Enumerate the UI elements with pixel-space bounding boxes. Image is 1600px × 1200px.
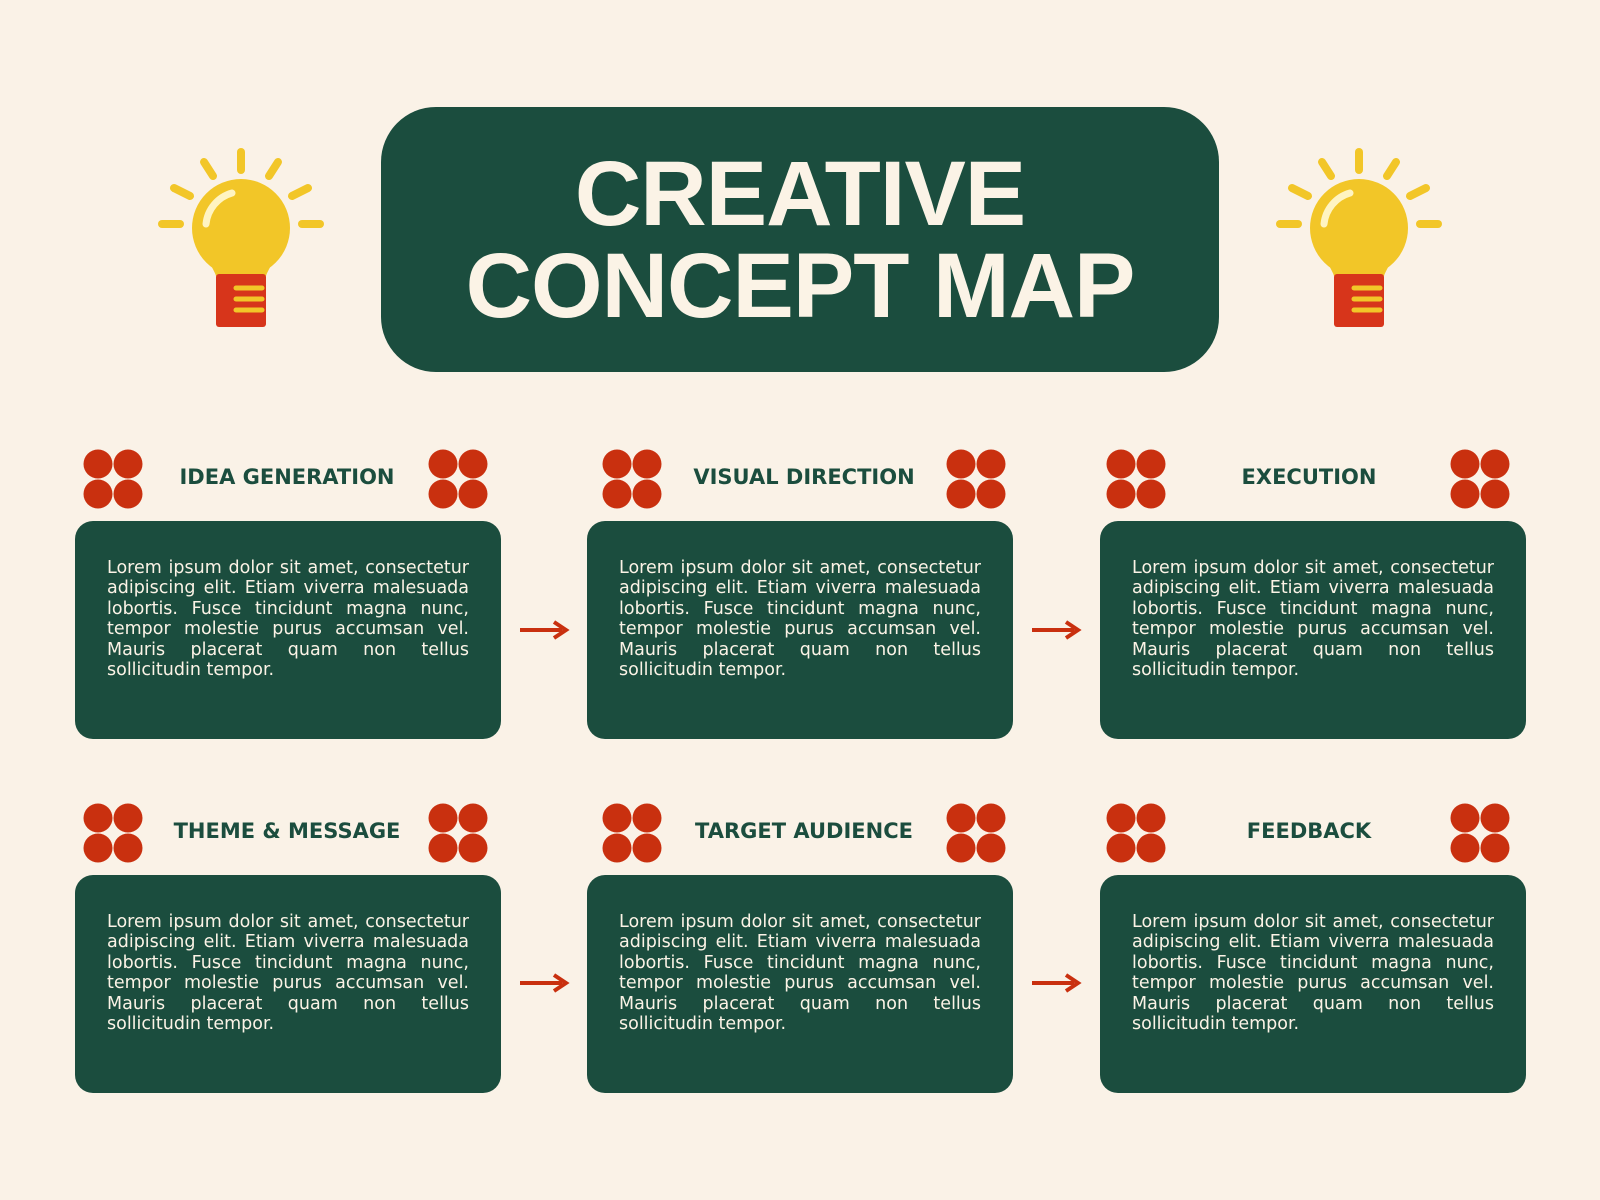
- clover-icon: [1106, 803, 1166, 863]
- clover-icon: [1450, 449, 1510, 509]
- clover-icon: [602, 803, 662, 863]
- arrow-right-icon: [520, 973, 570, 993]
- clover-icon: [83, 449, 143, 509]
- step-description: Lorem ipsum dolor sit amet, consectetur …: [107, 912, 469, 1035]
- step-description: Lorem ipsum dolor sit amet, consectetur …: [1132, 558, 1494, 681]
- step-heading: THEME & MESSAGE: [173, 819, 401, 843]
- step-description: Lorem ipsum dolor sit amet, consectetur …: [107, 558, 469, 681]
- title-line-2: CONCEPT MAP: [465, 234, 1136, 337]
- step-card: Lorem ipsum dolor sit amet, consectetur …: [75, 521, 501, 739]
- step-card: Lorem ipsum dolor sit amet, consectetur …: [587, 521, 1013, 739]
- step-description: Lorem ipsum dolor sit amet, consectetur …: [1132, 912, 1494, 1035]
- step-heading: VISUAL DIRECTION: [693, 465, 915, 489]
- step-card: Lorem ipsum dolor sit amet, consectetur …: [75, 875, 501, 1093]
- step-heading: TARGET AUDIENCE: [695, 819, 913, 843]
- clover-icon: [602, 449, 662, 509]
- clover-icon: [83, 803, 143, 863]
- arrow-right-icon: [1032, 620, 1082, 640]
- step-heading: FEEDBACK: [1246, 819, 1372, 843]
- clover-icon: [1450, 803, 1510, 863]
- step-card: Lorem ipsum dolor sit amet, consectetur …: [1100, 521, 1526, 739]
- step-heading: EXECUTION: [1241, 465, 1377, 489]
- step-card: Lorem ipsum dolor sit amet, consectetur …: [587, 875, 1013, 1093]
- clover-icon: [946, 449, 1006, 509]
- step-heading: IDEA GENERATION: [179, 465, 395, 489]
- step-description: Lorem ipsum dolor sit amet, consectetur …: [619, 912, 981, 1035]
- lightbulb-icon: [1276, 148, 1442, 327]
- title-banner: CREATIVE CONCEPT MAP: [381, 107, 1219, 372]
- step-card: Lorem ipsum dolor sit amet, consectetur …: [1100, 875, 1526, 1093]
- clover-icon: [1106, 449, 1166, 509]
- clover-icon: [428, 449, 488, 509]
- clover-icon: [946, 803, 1006, 863]
- lightbulb-icon: [158, 148, 324, 327]
- title-line-1: CREATIVE: [574, 142, 1026, 245]
- clover-icon: [428, 803, 488, 863]
- arrow-right-icon: [1032, 973, 1082, 993]
- arrow-right-icon: [520, 620, 570, 640]
- step-description: Lorem ipsum dolor sit amet, consectetur …: [619, 558, 981, 681]
